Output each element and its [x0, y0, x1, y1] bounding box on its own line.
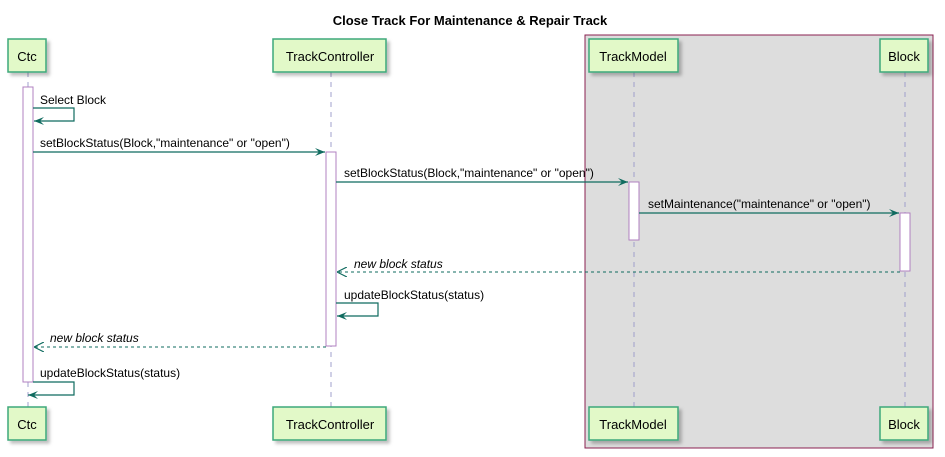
participant-trackmodel-bottom: TrackModel [588, 406, 679, 441]
activation-trackmodel [628, 181, 640, 241]
activation-ctc [22, 86, 34, 383]
participant-label: TrackModel [599, 49, 667, 64]
participant-label: Block [888, 49, 920, 64]
message-4: setMaintenance("maintenance" or "open") [639, 197, 899, 217]
participant-block-top: Block [879, 38, 929, 73]
activation-block [899, 212, 911, 272]
message-label: updateBlockStatus(status) [40, 366, 180, 380]
participant-label: Ctc [17, 417, 37, 432]
message-5: new block status [337, 257, 900, 272]
message-label: Select Block [40, 93, 107, 107]
participant-block-bottom: Block [879, 406, 929, 441]
message-6: updateBlockStatus(status) [336, 288, 484, 320]
participant-trackcontroller-bottom: TrackController [272, 406, 387, 441]
message-7: new block status [34, 331, 326, 347]
participant-trackcontroller-top: TrackController [272, 38, 387, 73]
message-label: new block status [354, 257, 443, 271]
message-label: setMaintenance("maintenance" or "open") [648, 197, 871, 211]
participant-label: TrackModel [599, 417, 667, 432]
message-label: updateBlockStatus(status) [344, 288, 484, 302]
group-box [584, 34, 934, 449]
participant-label: TrackController [286, 49, 375, 64]
participant-label: Ctc [17, 49, 37, 64]
participant-trackmodel-top: TrackModel [588, 38, 679, 73]
message-8: updateBlockStatus(status) [28, 366, 180, 399]
message-label: new block status [50, 331, 139, 345]
participant-ctc-bottom: Ctc [7, 406, 47, 441]
message-1: Select Block [33, 93, 107, 125]
participant-label: TrackController [286, 417, 375, 432]
message-2: setBlockStatus(Block,"maintenance" or "o… [33, 136, 325, 156]
activation-trackcontroller [325, 151, 337, 347]
message-label: setBlockStatus(Block,"maintenance" or "o… [344, 166, 594, 180]
participant-ctc-top: Ctc [7, 38, 47, 73]
participant-label: Block [888, 417, 920, 432]
message-3: setBlockStatus(Block,"maintenance" or "o… [336, 166, 628, 186]
diagram-title: Close Track For Maintenance & Repair Tra… [333, 13, 608, 28]
message-label: setBlockStatus(Block,"maintenance" or "o… [40, 136, 290, 150]
